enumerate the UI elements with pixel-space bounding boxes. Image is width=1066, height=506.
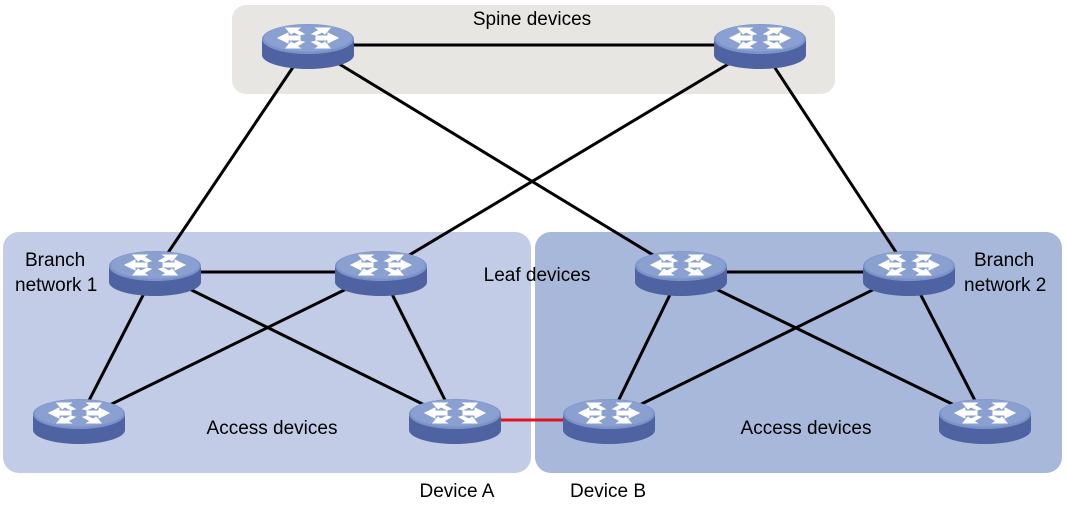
device-b-label: Device B [570,481,646,502]
leaf-device-3-icon [634,250,728,297]
link-spine2-leaf2 [380,43,761,274]
branch-network-2-label-line2: network 2 [964,275,1046,296]
link-leaf4-acc4 [907,271,987,421]
link-spine2-leaf4 [758,44,911,273]
link-leaf3-acc4 [680,270,986,422]
leaf-devices-label: Leaf devices [484,265,591,286]
spine-group-background [232,5,835,94]
device-a-icon [408,398,502,445]
link-leaf3-devB [607,271,683,421]
link-leaf1-acc1 [77,271,157,421]
access-device-1-icon [32,398,126,445]
link-spine1-leaf3 [307,43,682,274]
link-leaf1-devA [154,270,456,422]
link-leaf4-devB [608,270,910,422]
leaf-device-1-icon [108,250,202,297]
branch-network-1-label-line1: Branch [25,250,85,271]
link-leaf2-devA [379,271,457,421]
leaf-device-4-icon [862,250,956,297]
branch-network-2-label-line1: Branch [974,250,1034,271]
branch-network-1-label-line2: network 1 [15,275,97,296]
link-spine1-leaf1 [153,44,310,273]
access-device-4-icon [938,398,1032,445]
link-leaf2-acc1 [78,270,382,422]
spine-group-label: Spine devices [473,9,591,30]
access-devices-left-label: Access devices [207,418,338,439]
leaf-device-2-icon [334,250,428,297]
spine-device-2-icon [713,23,807,70]
device-b-icon [562,398,656,445]
access-devices-right-label: Access devices [741,418,872,439]
spine-device-1-icon [261,23,355,70]
device-a-label: Device A [420,481,495,502]
